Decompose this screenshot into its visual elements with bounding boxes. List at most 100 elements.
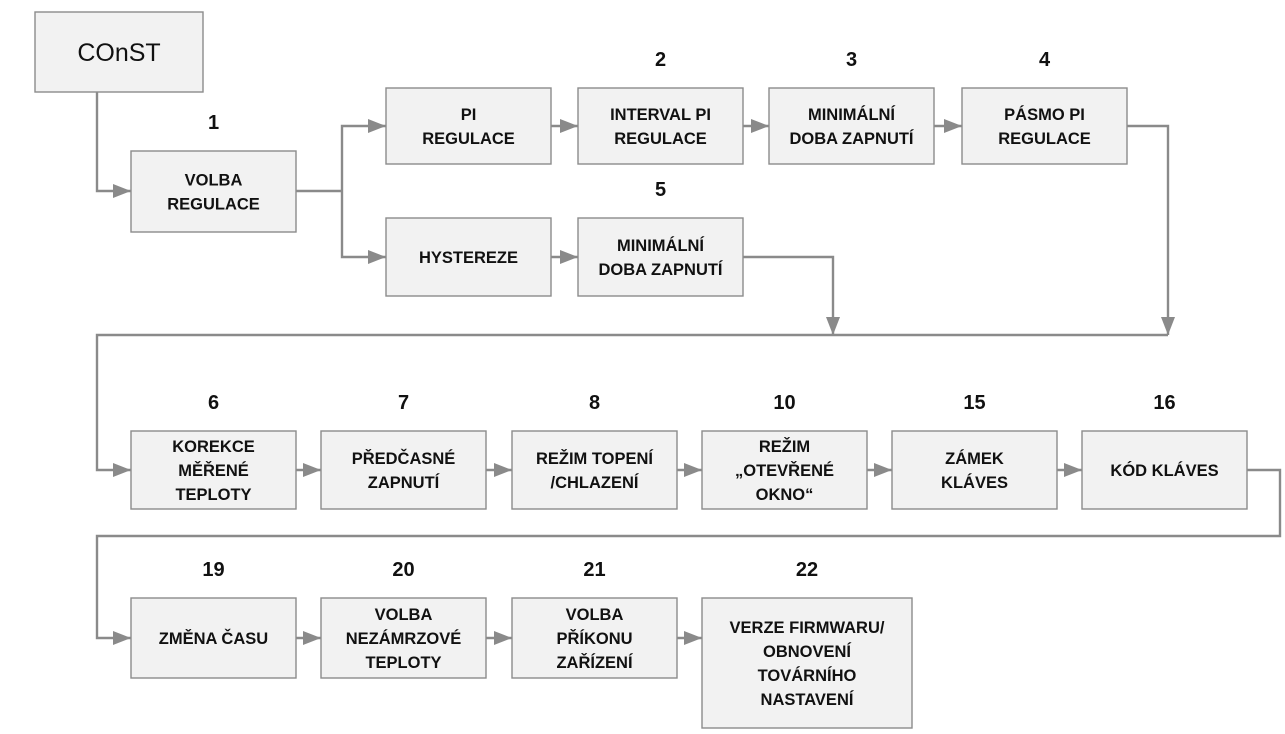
node-label-line: NEZÁMRZOVÉ: [346, 629, 462, 648]
node-zmena-casu: ZMĚNA ČASU 19: [130, 559, 297, 679]
node-label-line: INTERVAL PI: [610, 106, 711, 124]
node-box: [130, 597, 297, 679]
arrow-head: [684, 631, 702, 645]
arrow-head: [113, 463, 131, 477]
arrow-head: [874, 463, 892, 477]
node-label-line: OBNOVENÍ: [763, 642, 851, 661]
node-box: [891, 430, 1058, 510]
node-label-line: /CHLAZENÍ: [551, 473, 639, 492]
arrow-head: [751, 119, 769, 133]
node-label-line: REGULACE: [998, 130, 1091, 148]
node-rezim-otevrene-okno: REŽIM „OTEVŘENÉ OKNO“ 10: [701, 392, 868, 510]
node-number: 3: [846, 49, 857, 71]
node-label-line: MINIMÁLNÍ: [808, 105, 895, 124]
arrow-head: [684, 463, 702, 477]
node-label-line: REGULACE: [167, 196, 260, 214]
arrow-head: [560, 250, 578, 264]
node-label-line: NASTAVENÍ: [761, 690, 854, 709]
node-label-line: KLÁVES: [941, 473, 1008, 492]
arrow-head: [826, 317, 840, 335]
node-label-line: PI: [461, 106, 477, 124]
node-number: 4: [1039, 49, 1051, 71]
node-label-line: TOVÁRNÍHO: [758, 666, 857, 685]
node-zamek-klaves: ZÁMEK KLÁVES 15: [891, 392, 1058, 510]
node-label-line: PŘÍKONU: [556, 629, 632, 648]
node-box: [385, 87, 552, 165]
connectors: [95, 92, 1282, 645]
node-label-line: KOREKCE: [172, 438, 255, 456]
node-label-line: REŽIM TOPENÍ: [536, 449, 653, 468]
node-pi-regulace: PI REGULACE: [385, 87, 552, 165]
node-label-line: TEPLOTY: [365, 654, 441, 672]
node-number: 8: [589, 392, 600, 414]
node-label-line: REGULACE: [614, 130, 707, 148]
node-label-line: VERZE FIRMWARU/: [730, 619, 885, 637]
arrow-head: [368, 250, 386, 264]
node-box: [768, 87, 935, 165]
node-rezim-topeni-chlazeni: REŽIM TOPENÍ/CHLAZENÍ 8: [511, 392, 678, 510]
node-box: [577, 87, 744, 165]
node-label-line: REGULACE: [422, 130, 515, 148]
node-verze-firmwaru: VERZE FIRMWARU/OBNOVENÍ TOVÁRNÍHO NASTAVEN…: [701, 559, 913, 729]
node-number: 1: [208, 112, 219, 134]
start-label: COnST: [77, 39, 160, 67]
node-label-line: OKNO“: [756, 486, 814, 504]
node-kod-klaves: KÓD KLÁVES 16: [1081, 392, 1248, 510]
arrow-head: [303, 631, 321, 645]
node-box: [577, 217, 744, 297]
node-number: 15: [963, 392, 985, 414]
node-label-line: KÓD KLÁVES: [1110, 461, 1218, 480]
node-box: [511, 430, 678, 510]
node-box: [701, 430, 868, 510]
arrow-head: [944, 119, 962, 133]
arrow-head: [303, 463, 321, 477]
node-label-line: VOLBA: [566, 606, 624, 624]
node-label-line: REŽIM: [759, 437, 810, 456]
connector-line: [95, 92, 131, 193]
arrow-head: [494, 631, 512, 645]
node-label-line: MINIMÁLNÍ: [617, 236, 704, 255]
node-pasmo-pi-regulace: PÁSMO PI REGULACE 4: [961, 49, 1128, 165]
node-box: [130, 430, 297, 510]
connector-line: [1127, 124, 1170, 335]
node-box: [320, 597, 487, 679]
node-box: [1081, 430, 1248, 510]
arrow-head: [368, 119, 386, 133]
arrow-head: [560, 119, 578, 133]
node-number: 5: [655, 179, 666, 201]
node-label-line: DOBA ZAPNUTÍ: [789, 129, 913, 148]
connector-line: [340, 191, 386, 259]
node-box: [385, 217, 552, 297]
node-label-line: VOLBA: [185, 172, 243, 190]
arrow-head: [1161, 317, 1175, 335]
node-label-line: TEPLOTY: [175, 486, 251, 504]
node-label-line: DOBA ZAPNUTÍ: [598, 260, 722, 279]
node-label-line: ZAPNUTÍ: [368, 473, 440, 492]
node-box: [961, 87, 1128, 165]
start-node: COnST: [34, 11, 204, 93]
node-label-line: MĚŘENÉ: [178, 461, 249, 480]
node-minimalni-doba-zapnuti-5: MINIMÁLNÍ DOBA ZAPNUTÍ 5: [577, 179, 744, 297]
node-minimalni-doba-zapnuti-3: MINIMÁLNÍ DOBA ZAPNUTÍ 3: [768, 49, 935, 165]
node-label-line: PÁSMO PI: [1004, 105, 1085, 124]
node-number: 20: [392, 559, 414, 581]
arrow-head: [1064, 463, 1082, 477]
node-box: [701, 597, 913, 729]
connector-line: [340, 124, 386, 191]
node-label-line: ZMĚNA ČASU: [159, 629, 268, 648]
arrow-head: [113, 184, 131, 198]
node-number: 19: [202, 559, 224, 581]
node-number: 16: [1153, 392, 1175, 414]
node-label-line: HYSTEREZE: [419, 249, 518, 267]
node-label-line: ZÁMEK: [945, 449, 1004, 468]
node-box: [320, 430, 487, 510]
node-box: [130, 150, 297, 233]
node-label-line: ZAŘÍZENÍ: [556, 653, 632, 672]
node-label-line: „OTEVŘENÉ: [735, 461, 834, 480]
node-number: 10: [773, 392, 795, 414]
connector-line: [743, 255, 835, 335]
connector-line: [95, 468, 1282, 640]
